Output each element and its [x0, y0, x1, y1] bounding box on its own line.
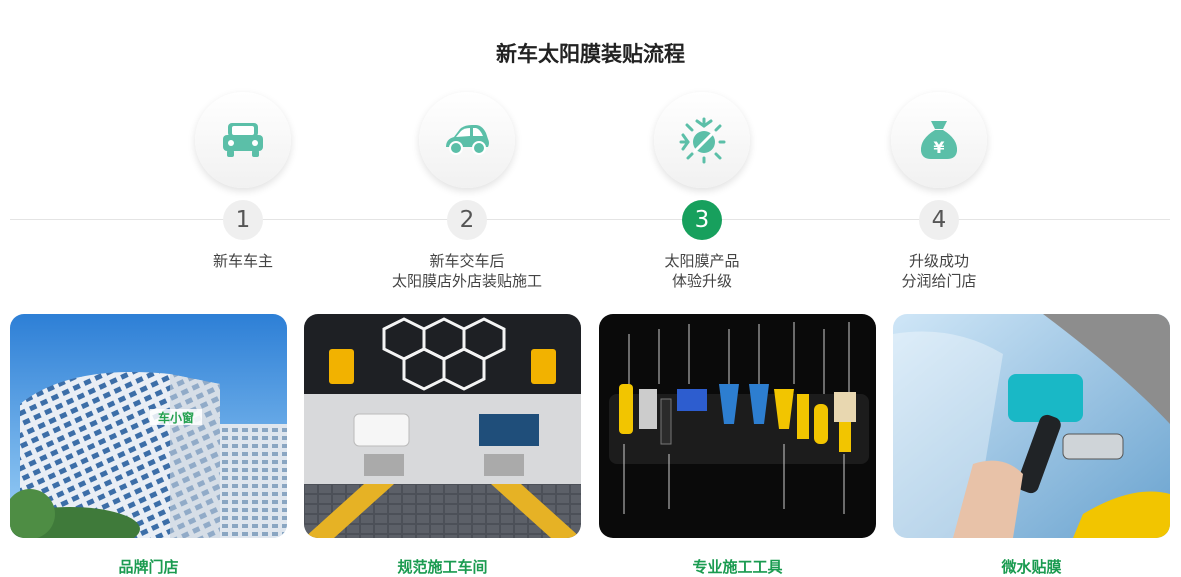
page-title: 新车太阳膜装贴流程 [496, 42, 685, 66]
caption-brand-store: 品牌门店 [118, 558, 179, 576]
workshop-image [304, 314, 581, 538]
step-4-text: 升级成功 分润给门店 [901, 252, 977, 290]
store-sign: 车小窗 [158, 410, 194, 425]
step-2-number: 2 [447, 200, 487, 240]
step-2: 2 新车交车后 太阳膜店外店装贴施工 [377, 92, 557, 291]
step-3: 3 太阳膜产品 体验升级 [612, 92, 792, 291]
step-4: ¥ 4 升级成功 分润给门店 [849, 92, 1029, 291]
svg-text:¥: ¥ [933, 138, 944, 157]
step-2-text: 新车交车后 太阳膜店外店装贴施工 [391, 252, 542, 290]
step-3-icon-circle [654, 92, 750, 188]
photo-brand-store: 车小窗 [10, 314, 287, 538]
sun-snowflake-icon [679, 117, 726, 164]
car-side-icon [446, 125, 489, 155]
step-4-number: 4 [919, 200, 959, 240]
timeline-divider [10, 219, 1170, 220]
caption-tools: 专业施工工具 [692, 558, 783, 576]
step-1: 1 新车车主 [153, 92, 333, 271]
step-4-icon-circle: ¥ [891, 92, 987, 188]
photo-wet-film [893, 314, 1170, 538]
caption-wet-film: 微水贴膜 [1001, 558, 1062, 576]
caption-workshop: 规范施工车间 [397, 558, 488, 576]
film-application-image [893, 314, 1170, 538]
building-image: 车小窗 [10, 314, 287, 538]
step-1-text: 新车车主 [212, 252, 273, 270]
tools-image [599, 314, 876, 538]
step-2-icon-circle [419, 92, 515, 188]
photo-workshop [304, 314, 581, 538]
step-3-number: 3 [682, 200, 722, 240]
step-3-text: 太阳膜产品 体验升级 [664, 252, 740, 290]
step-1-number: 1 [223, 200, 263, 240]
money-bag-icon: ¥ [920, 121, 958, 159]
photo-tools [599, 314, 876, 538]
car-icon [223, 123, 263, 157]
step-1-icon-circle [195, 92, 291, 188]
